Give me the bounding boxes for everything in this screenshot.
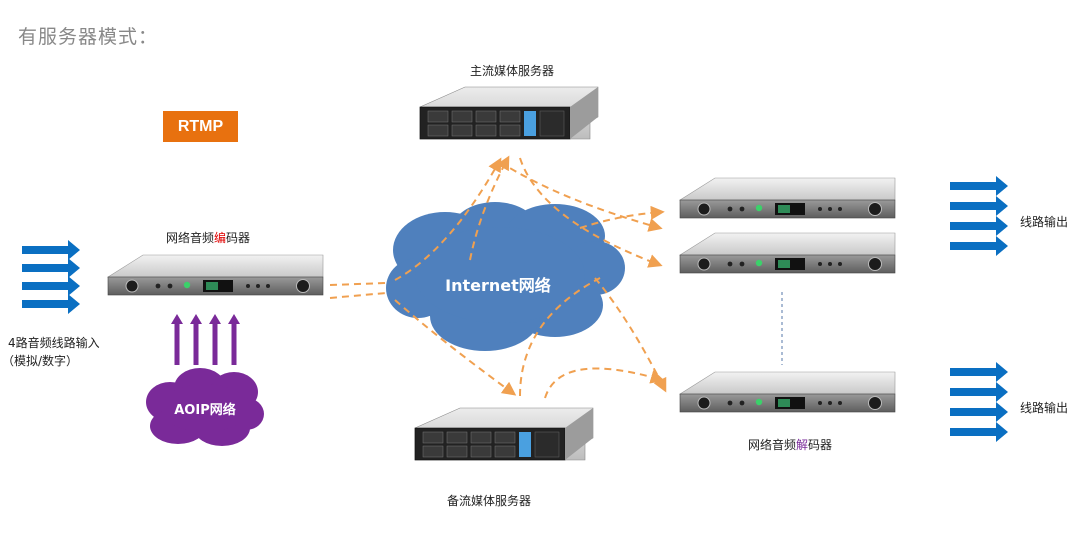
- decoder-device-1: [679, 177, 896, 219]
- decoder-device-3: [679, 371, 896, 413]
- internet-cloud-label: Internet网络: [445, 276, 551, 295]
- internet-cloud: [386, 202, 625, 351]
- encoder-label-suffix: 码器: [226, 231, 251, 245]
- encoder-device: [107, 254, 324, 296]
- decoder-device-2: [679, 232, 896, 274]
- decoder-label-prefix: 网络音频: [748, 438, 797, 452]
- aoip-cloud: [146, 368, 264, 446]
- data-flow-lines: [329, 155, 667, 399]
- aoip-cloud-label: AOIP网络: [174, 402, 235, 418]
- backup-server-label: 备流媒体服务器: [447, 494, 532, 508]
- input-label-line1: 4路音频线路输入: [8, 336, 100, 350]
- encoder-label: 网络音频编码器: [166, 229, 250, 246]
- rtmp-badge: RTMP: [163, 111, 238, 142]
- output-label-top: 线路输出: [1020, 215, 1069, 229]
- decoder-label-suffix: 码器: [808, 438, 833, 452]
- output-arrows-bottom: [950, 362, 1008, 442]
- page-title: 有服务器模式：: [18, 26, 159, 48]
- input-arrows: [22, 240, 80, 314]
- input-label-line2: （模拟/数字）: [2, 354, 79, 368]
- output-label-bottom: 线路输出: [1020, 401, 1069, 415]
- aoip-arrows: [174, 322, 237, 365]
- encoder-label-prefix: 网络音频: [166, 231, 215, 245]
- decoder-label: 网络音频解码器: [748, 436, 832, 453]
- aoip-arrowheads: [171, 314, 240, 324]
- output-arrows-top: [950, 176, 1008, 256]
- backup-server-device: [414, 407, 594, 461]
- primary-server-label: 主流媒体服务器: [470, 64, 555, 78]
- decoder-label-highlight: 解: [796, 438, 809, 452]
- primary-server-device: [419, 86, 599, 140]
- encoder-label-highlight: 编: [214, 231, 227, 245]
